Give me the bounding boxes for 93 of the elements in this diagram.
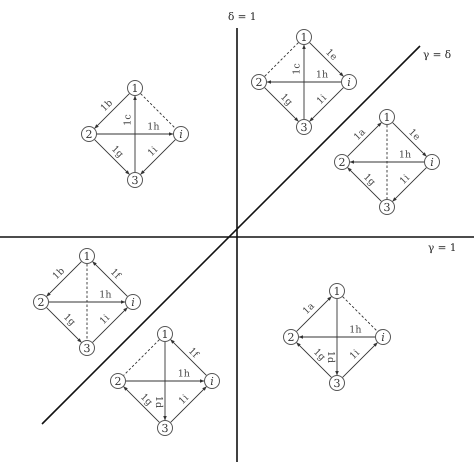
arrow [335, 298, 339, 376]
state-circle: 1 [296, 29, 312, 45]
edge-label: 1i [398, 172, 412, 186]
edge-label: 1b [51, 266, 67, 282]
arrow [296, 296, 332, 332]
arrow [342, 342, 378, 378]
state-circle: 3 [329, 375, 345, 391]
state-circle: i [173, 126, 189, 142]
edge-label: 1i [98, 313, 112, 327]
connector-line [140, 93, 176, 129]
state-circle: 1 [379, 109, 395, 125]
state-circle: i [375, 329, 391, 345]
arrow [46, 261, 82, 297]
state-circle: 3 [157, 420, 173, 436]
edge-label: 1d [325, 351, 335, 364]
arrow [350, 160, 424, 164]
state-circle: 3 [79, 340, 95, 356]
edge-label: 1g [311, 347, 327, 363]
edge-label: 1g [362, 172, 378, 188]
state-circle: 1 [127, 80, 143, 96]
arrow [170, 386, 207, 423]
edge-label: 1f [186, 346, 200, 360]
state-circle: 2 [33, 294, 49, 310]
axis-label: γ = 1 [428, 243, 456, 254]
edge-label: 1e [324, 47, 339, 62]
arrow [92, 261, 128, 297]
arrow [163, 342, 167, 420]
arrow [347, 122, 382, 157]
edge-label: 1g [138, 392, 154, 408]
state-circle: 2 [110, 373, 126, 389]
edge-label: 1a [302, 302, 317, 317]
state-circle: 2 [81, 126, 97, 142]
edge-label: 1h [99, 290, 112, 300]
edge-label: 1h [178, 369, 190, 379]
state-circle: 3 [379, 199, 395, 215]
state-circle: 1 [79, 248, 95, 264]
state-circle: 2 [251, 74, 267, 90]
edge-label: 1i [176, 392, 190, 406]
arrow [140, 139, 176, 175]
arrow [126, 379, 204, 383]
edge-label: 1d [153, 396, 163, 408]
edge-label: 1h [147, 122, 160, 132]
arrow [309, 42, 344, 77]
edge-label: 1g [278, 92, 294, 108]
edge-label: 1e [406, 127, 422, 142]
arrow [48, 300, 126, 304]
arrow [392, 122, 427, 157]
edge-label: 1h [398, 150, 412, 160]
arrow [96, 132, 174, 136]
state-circle: 2 [334, 154, 350, 170]
arrow [123, 386, 160, 423]
state-circle: i [424, 154, 440, 170]
state-circle: 1 [157, 326, 173, 342]
connector-line [123, 339, 160, 376]
edge-label: 1a [352, 127, 368, 142]
connector-line [342, 296, 378, 332]
edge-label: 1g [61, 312, 77, 328]
arrow [92, 307, 128, 343]
arrow [170, 339, 207, 376]
edge-label: 1i [146, 145, 160, 159]
arrow [392, 167, 427, 202]
arrow [298, 335, 376, 339]
axis-label: δ = 1 [228, 12, 256, 22]
arrow [94, 93, 130, 129]
arrow [133, 96, 137, 172]
edge-label: 1h [316, 70, 328, 80]
arrow [266, 80, 342, 84]
state-circle: 3 [296, 119, 312, 135]
state-circle: 2 [283, 329, 299, 345]
arrow [309, 87, 344, 122]
arrow [94, 139, 130, 175]
connector-line [264, 42, 299, 77]
edge-label: 1h [349, 325, 362, 335]
edge-label: 1f [108, 267, 122, 281]
connector-line [386, 124, 388, 200]
arrow [296, 342, 332, 378]
edge-label: 1i [314, 92, 328, 106]
edge-label: 1c [292, 62, 302, 74]
state-circle: 1 [329, 283, 345, 299]
arrow [264, 87, 299, 122]
state-circle: 3 [127, 172, 143, 188]
axis-label: γ = δ [423, 50, 452, 60]
edge-label: 1c [123, 114, 133, 126]
state-circle: i [125, 294, 141, 310]
edge-label: 1b [99, 98, 115, 114]
state-circle: i [204, 373, 220, 389]
arrow [302, 44, 306, 120]
state-circle: i [341, 74, 357, 90]
edge-label: 1i [348, 348, 362, 362]
arrow [347, 167, 382, 202]
arrow [46, 307, 82, 343]
edge-label: 1g [109, 144, 125, 160]
connector-line [86, 264, 88, 340]
